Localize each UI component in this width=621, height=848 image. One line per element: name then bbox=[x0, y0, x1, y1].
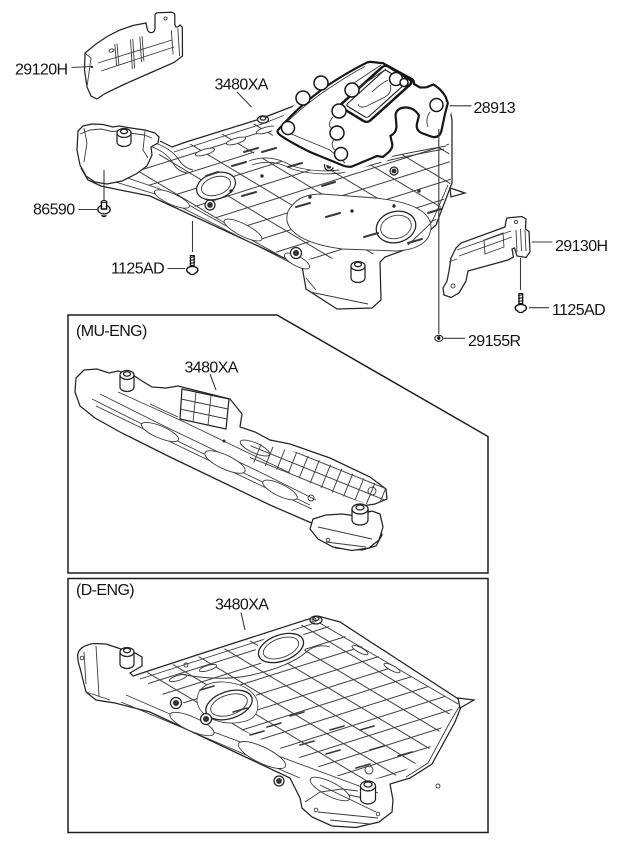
svg-text:(D-ENG): (D-ENG) bbox=[76, 582, 134, 599]
svg-text:3480XA: 3480XA bbox=[215, 597, 269, 614]
svg-text:(MU-ENG): (MU-ENG) bbox=[76, 323, 147, 340]
svg-text:3480XA: 3480XA bbox=[215, 77, 269, 94]
svg-text:29155R: 29155R bbox=[468, 333, 520, 350]
svg-text:28913: 28913 bbox=[474, 100, 516, 117]
svg-text:29130H: 29130H bbox=[555, 238, 607, 255]
svg-text:3480XA: 3480XA bbox=[185, 360, 239, 377]
svg-text:86590: 86590 bbox=[33, 202, 75, 219]
svg-text:1125AD: 1125AD bbox=[552, 302, 605, 319]
svg-text:1125AD: 1125AD bbox=[111, 261, 164, 278]
svg-text:29120H: 29120H bbox=[15, 62, 67, 79]
